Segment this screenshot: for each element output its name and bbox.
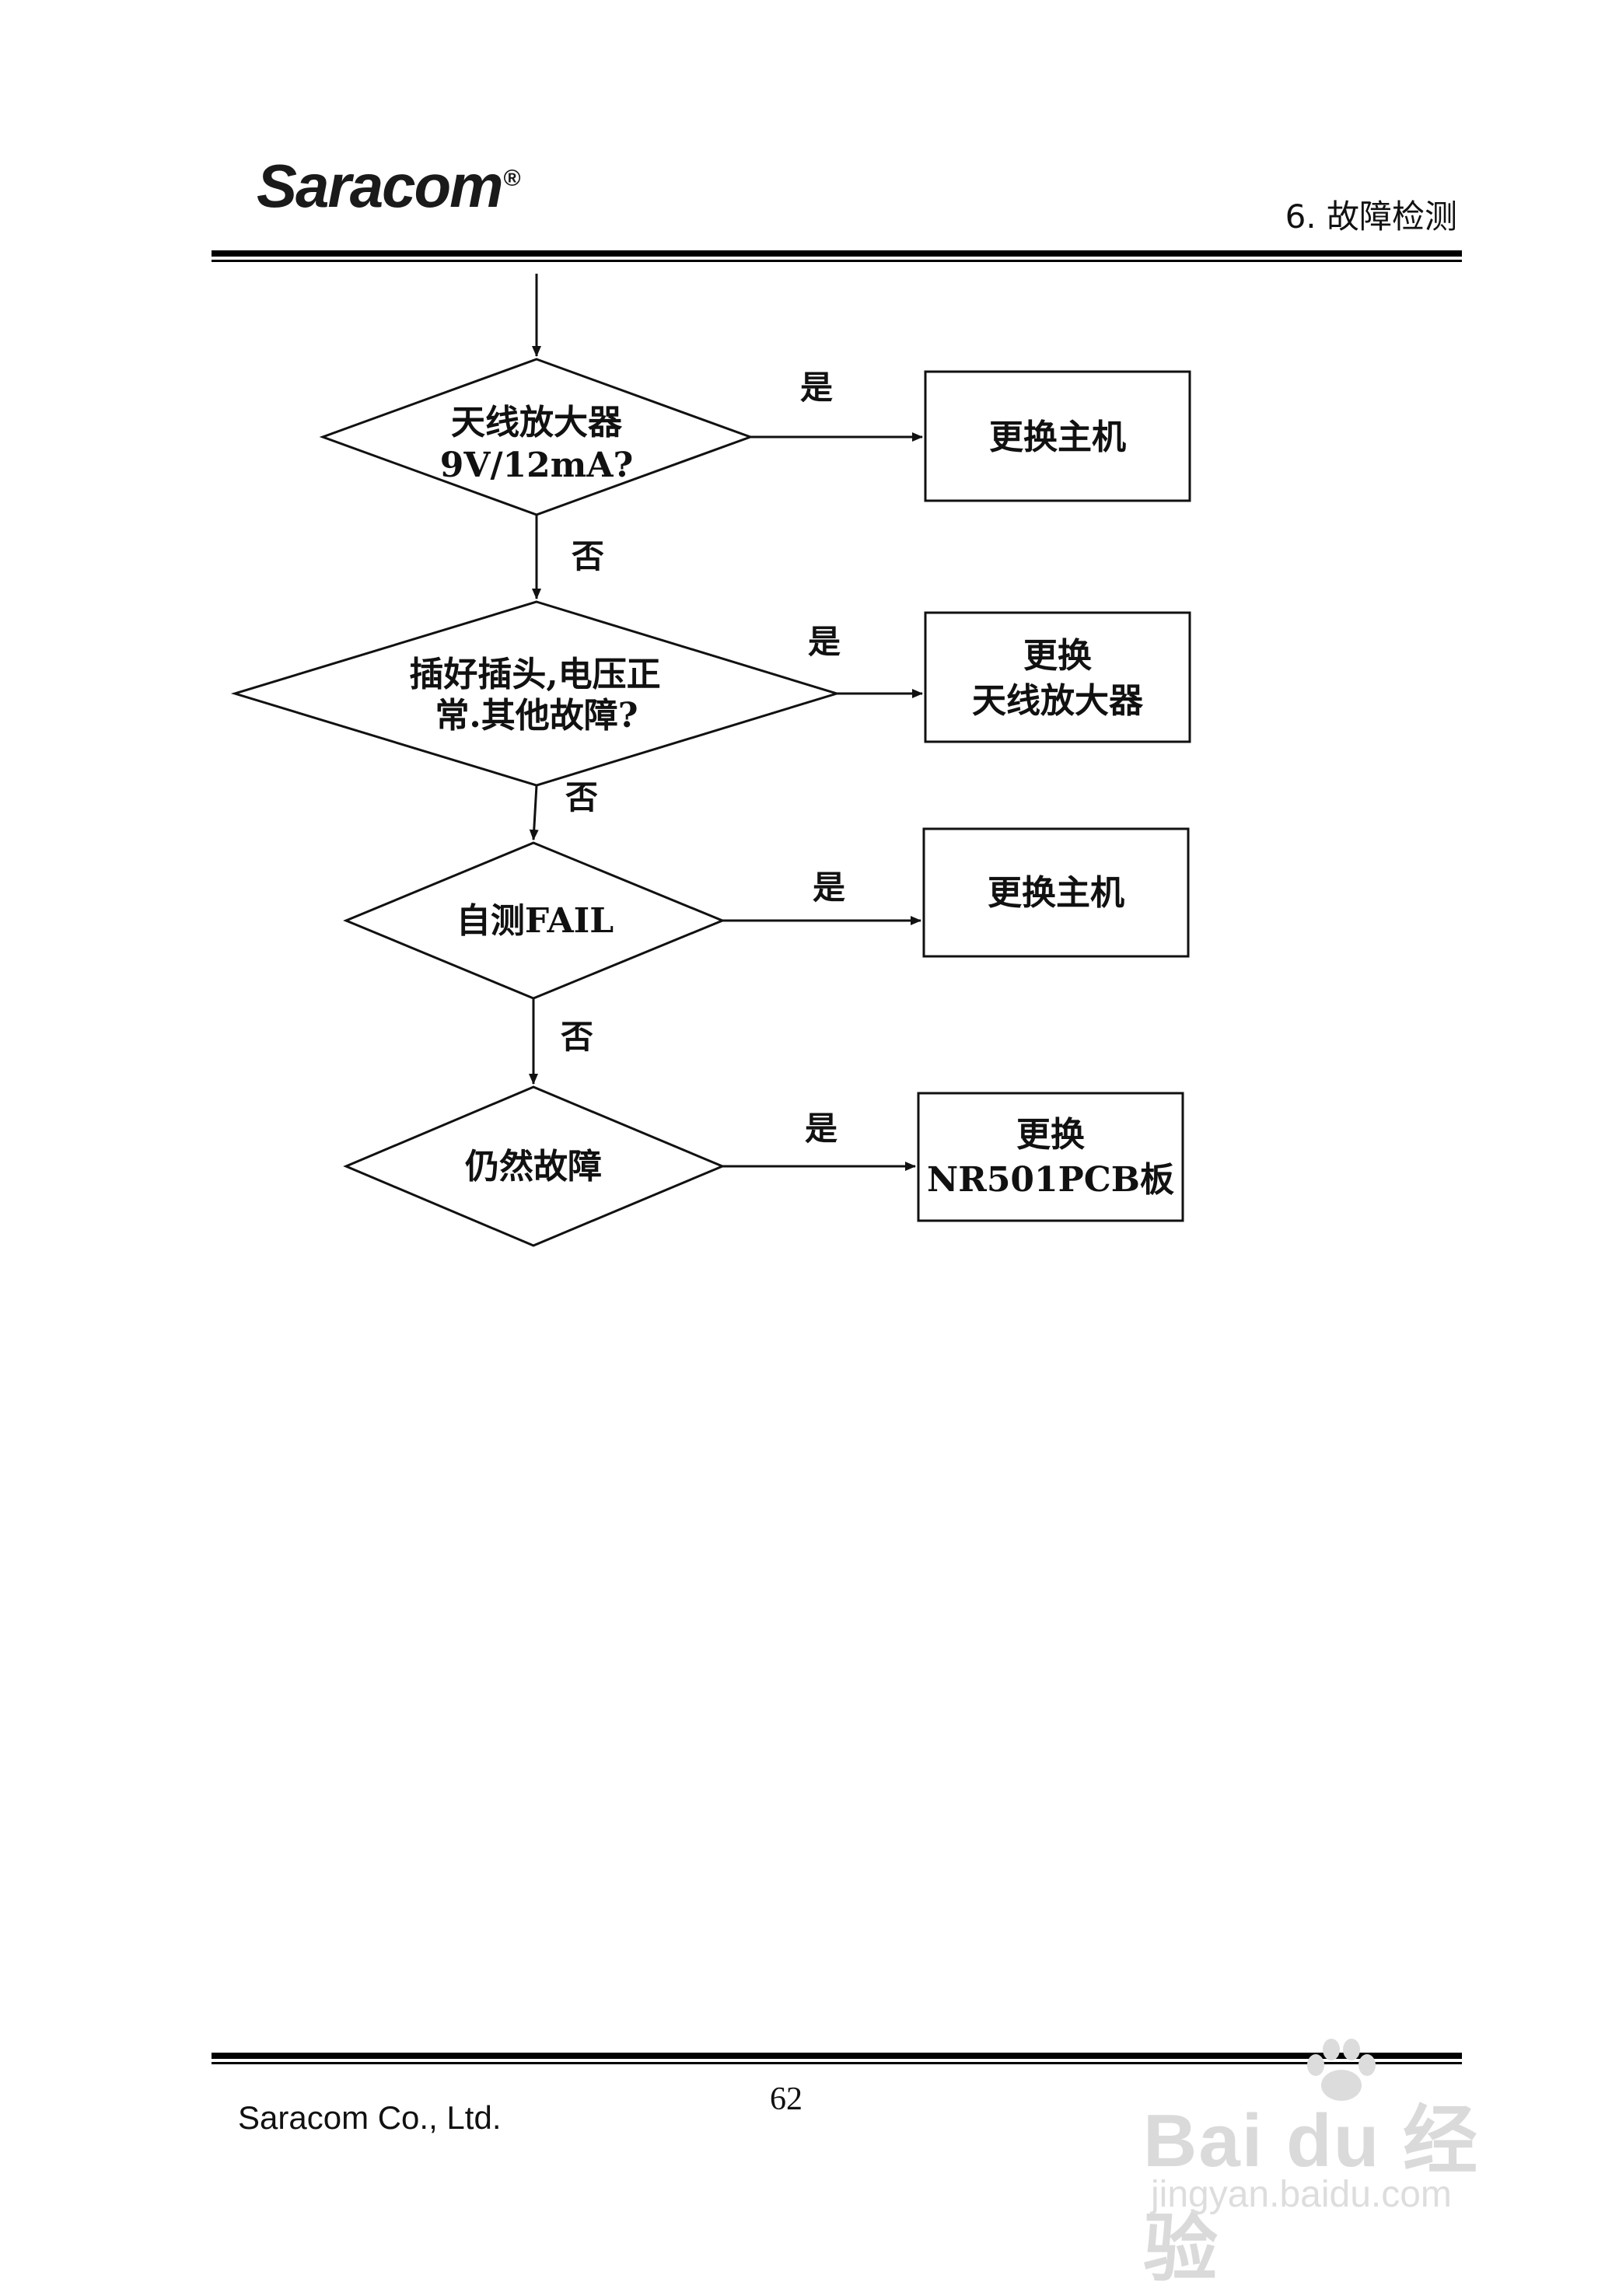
yes-label-4: 是 [805, 1110, 837, 1148]
footer-company: Saracom Co., Ltd. [238, 2099, 502, 2136]
yes-label-2: 是 [808, 623, 841, 661]
paw-icon [1307, 2039, 1376, 2101]
action-2-line2: 天线放大器 [972, 681, 1144, 721]
registered-mark: ® [503, 166, 521, 191]
action-3-line1: 更换主机 [988, 873, 1124, 913]
yes-label-3: 是 [813, 868, 845, 907]
decision-1-line1: 天线放大器 [451, 403, 623, 442]
action-4-line2: NR501PCB板 [927, 1160, 1174, 1200]
action-box-1 [924, 370, 1191, 502]
section-title: 6. 故障检测 [1285, 197, 1457, 236]
action-2-line1: 更换 [1023, 636, 1092, 676]
saracom-logo: Saracom® [257, 156, 521, 216]
no-label-1: 否 [572, 537, 604, 575]
logo-text: Saracom [257, 152, 504, 220]
watermark-site: jingyan.baidu.com [1151, 2174, 1452, 2215]
decision-diamond-4 [343, 1085, 726, 1247]
action-box-2 [924, 611, 1191, 743]
watermark-brand: Bai du 经验 [1143, 2099, 1480, 2291]
header-rule-thick [212, 250, 1462, 257]
decision-2-line1: 插好插头,电压正 [409, 655, 660, 694]
no-label-3: 否 [561, 1018, 593, 1056]
action-1-line1: 更换主机 [989, 418, 1126, 457]
header-rule-thin [212, 260, 1462, 262]
action-4-line1: 更换 [1016, 1115, 1085, 1155]
page-number: 62 [770, 2081, 802, 2117]
decision-4-line1: 仍然故障 [465, 1147, 602, 1186]
action-box-3 [922, 827, 1190, 958]
yes-label-1: 是 [800, 369, 833, 407]
baidu-watermark: Bai du 经验 jingyan.baidu.com [1143, 2037, 1532, 2291]
action-box-4 [917, 1092, 1184, 1222]
no-label-2: 否 [565, 778, 598, 816]
footer-rule-thick [212, 2053, 1462, 2059]
no-arrow-2 [529, 785, 539, 840]
decision-3-line1: 自测FAIL [456, 901, 614, 941]
decision-1-line2: 9V/12mA? [440, 446, 634, 485]
decision-2-line2: 常.其他故障? [435, 696, 638, 736]
footer-rule-thin [212, 2062, 1462, 2064]
